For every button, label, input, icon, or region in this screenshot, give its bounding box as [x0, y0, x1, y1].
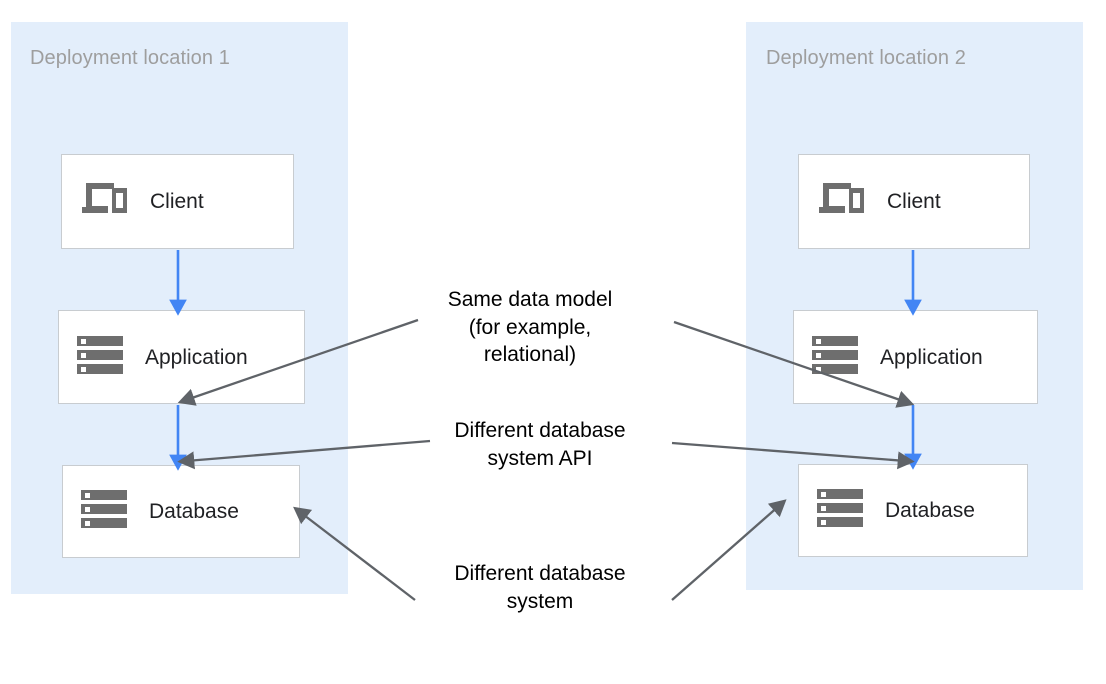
server-icon — [812, 334, 858, 381]
node-label: Database — [149, 500, 239, 523]
node-database-2[interactable]: Database — [798, 464, 1028, 557]
node-label: Application — [880, 345, 983, 369]
server-icon — [77, 334, 123, 381]
node-application-1[interactable]: Application — [58, 310, 305, 404]
devices-icon — [817, 179, 867, 224]
annotation-different-database-system: Different database system — [454, 562, 626, 613]
devices-icon — [80, 179, 130, 224]
annotation-different-database-system-api: Different database system API — [454, 419, 626, 470]
deployment-zone-2-title: Deployment location 2 — [766, 47, 966, 69]
server-icon — [817, 487, 863, 534]
annotation-same-data-model: Same data model (for example, relational… — [447, 288, 613, 367]
node-label: Client — [887, 190, 941, 213]
node-label: Application — [145, 345, 248, 369]
server-icon — [81, 488, 127, 535]
node-label: Client — [150, 190, 204, 213]
deployment-zone-1-title: Deployment location 1 — [30, 47, 230, 69]
node-label: Database — [885, 499, 975, 522]
node-database-1[interactable]: Database — [62, 465, 300, 558]
node-application-2[interactable]: Application — [793, 310, 1038, 404]
node-client-2[interactable]: Client — [798, 154, 1030, 249]
node-client-1[interactable]: Client — [61, 154, 294, 249]
